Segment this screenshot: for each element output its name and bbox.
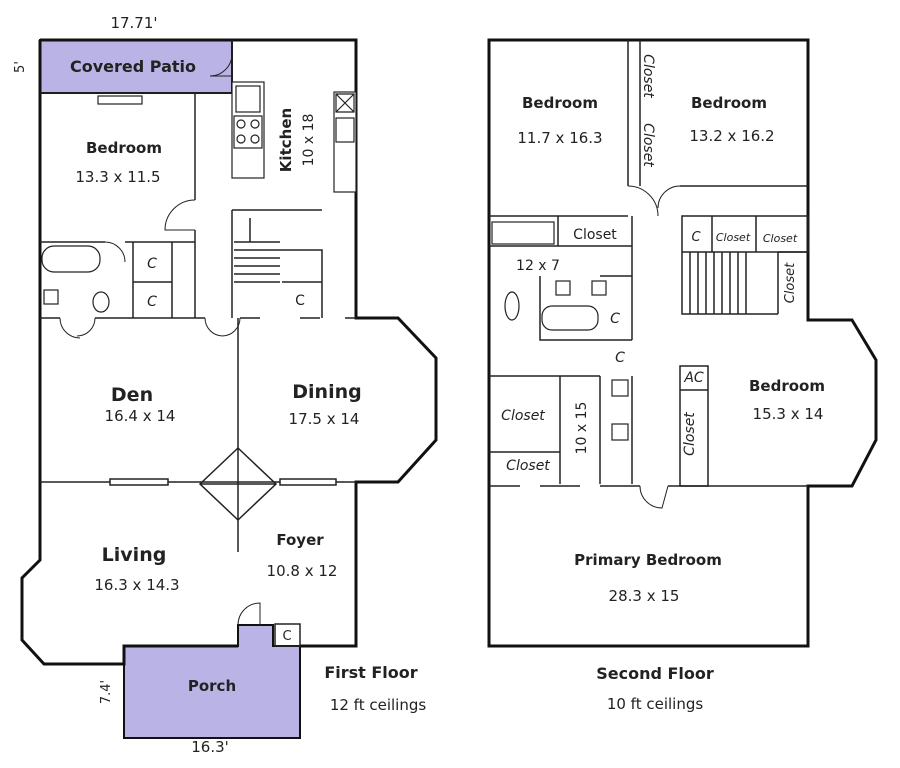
bath-door [104, 241, 126, 263]
top-width-dimension: 17.71' [110, 14, 157, 32]
first-floor-labels: 17.71' 5' Covered Patio Bedroom 13.3 x 1… [13, 14, 426, 756]
closet-mark-upper: C [691, 230, 701, 245]
den-name: Den [111, 384, 153, 406]
kitchen-size: 10 x 18 [301, 114, 317, 167]
closet-mark-hall: C [615, 350, 625, 366]
bedroom-e-size: 15.3 x 14 [753, 405, 824, 423]
second-floor-ceilings: 10 ft ceilings [607, 695, 704, 713]
closet-stair: Closet [783, 262, 798, 303]
bedroom-ne-size: 13.2 x 16.2 [689, 127, 774, 145]
second-floor-plan [487, 38, 878, 648]
porch-closet [274, 623, 301, 647]
toilet-2-icon [504, 291, 520, 321]
sink-4-icon [611, 379, 629, 397]
living-name: Living [102, 544, 167, 566]
closet-vertical-1: Closet [640, 54, 656, 98]
stair-walls [231, 209, 323, 318]
second-floor-title: Second Floor [596, 664, 714, 683]
staircase [234, 218, 280, 283]
sink-icon [235, 85, 261, 113]
staircase-2 [689, 252, 747, 314]
closet-c1-label: C [147, 256, 157, 272]
closet-c3-label: C [295, 293, 305, 309]
bathtub-2-icon [491, 221, 555, 245]
closet-dressing-1: Closet [501, 408, 545, 424]
hall-doors-2 [204, 317, 241, 337]
patio-door [209, 53, 233, 77]
ac-label: AC [683, 370, 704, 386]
bedroom-ne-name: Bedroom [691, 94, 767, 112]
primary-bedroom-name: Primary Bedroom [574, 551, 722, 569]
kitchen-sink-icon [335, 117, 355, 143]
covered-patio-label: Covered Patio [70, 57, 196, 76]
porch-label: Porch [188, 677, 236, 695]
living-size: 16.3 x 14.3 [94, 576, 179, 594]
porch-depth-dimension: 7.4' [99, 680, 114, 704]
pocket-doors [109, 478, 337, 486]
bath-closet-label: Closet [573, 227, 617, 243]
sink-5-icon [611, 423, 629, 441]
bedroom-nw-size: 11.7 x 16.3 [517, 129, 602, 147]
closet-mark-bath: C [610, 311, 620, 327]
dressing-walls [489, 375, 633, 484]
porch-area [123, 624, 301, 739]
stove-icon [233, 115, 263, 149]
bathtub-3-icon [541, 305, 599, 331]
bath-closet-walls [132, 242, 173, 318]
den-size: 16.4 x 14 [105, 407, 176, 425]
porch-closet-label: C [282, 629, 291, 644]
foyer-name: Foyer [276, 531, 324, 549]
closet-vertical-2: Closet [640, 123, 656, 167]
patio-depth-dimension: 5' [13, 61, 28, 73]
bedroom-ne-walls [639, 40, 808, 187]
first-floor-ceilings: 12 ft ceilings [330, 696, 427, 714]
closet-c2-label: C [147, 294, 157, 310]
bedroom-1-name: Bedroom [86, 139, 162, 157]
dressing-size: 10 x 15 [574, 402, 590, 455]
first-floor-title: First Floor [324, 663, 417, 682]
sink-small-icon [43, 289, 59, 305]
first-floor-plan [20, 38, 438, 739]
sink-2-icon [555, 280, 571, 296]
bedroom-nw-name: Bedroom [522, 94, 598, 112]
bedroom-1-size: 13.3 x 11.5 [75, 168, 160, 186]
toilet-icon [92, 291, 110, 313]
dining-size: 17.5 x 14 [289, 410, 360, 428]
closet-ac: Closet [682, 412, 698, 456]
refrigerator-icon [335, 93, 355, 113]
sink-3-icon [591, 280, 607, 296]
bath-walls [489, 216, 633, 341]
bath-size: 12 x 7 [516, 258, 560, 274]
closet-upper-1: Closet [716, 231, 751, 244]
bedroom-nw-walls [489, 40, 629, 217]
porch-width-dimension: 16.3' [191, 738, 229, 756]
closet-upper-2: Closet [763, 232, 798, 245]
primary-door [639, 485, 669, 509]
dining-name: Dining [292, 381, 361, 403]
front-door [237, 602, 261, 626]
bathtub-icon [41, 245, 101, 273]
fireplace [198, 446, 278, 522]
first-floor-outer-wall [20, 38, 438, 666]
second-floor-labels: Bedroom 11.7 x 16.3 Bedroom 13.2 x 16.2 … [501, 54, 825, 713]
vent-icon [97, 95, 143, 105]
kitchen-name: Kitchen [277, 108, 295, 172]
bedroom-door [164, 199, 196, 231]
bedroom-e-name: Bedroom [749, 377, 825, 395]
hall-doors [59, 317, 96, 339]
foyer-size: 10.8 x 12 [267, 562, 338, 580]
closet-dressing-2: Closet [506, 458, 550, 474]
bedroom-doors-2 [627, 185, 681, 217]
primary-bedroom-size: 28.3 x 15 [609, 587, 680, 605]
